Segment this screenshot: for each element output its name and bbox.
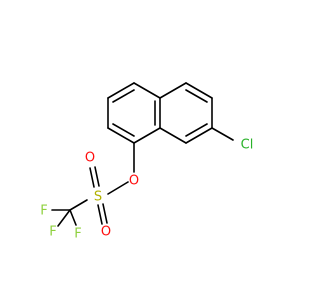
bond-c7-cl: [211, 127, 234, 141]
bond-c4-c4a: [133, 82, 161, 99]
fluorine-bottom-label: F: [74, 227, 81, 242]
bond-c7-c8: [185, 127, 213, 144]
bond-c1-c2: [107, 127, 135, 144]
sulfonyl-oxygen-bottom-label: O: [101, 225, 111, 240]
bond-s-o-top-1: [89, 167, 95, 188]
bond-s-o-top-2: [94, 166, 100, 187]
fluorine-left-label: F: [40, 204, 47, 219]
sulfur-atom-label: S: [94, 190, 102, 205]
bond-c1-c2-double: [112, 123, 135, 137]
bond-o-s: [107, 181, 129, 195]
naphthalene-right-ring: [159, 82, 213, 144]
bond-c8-c8a: [159, 127, 187, 144]
bond-c-f-bottom-left: [57, 209, 71, 227]
naphthalene-left-ring: [107, 82, 161, 144]
structure-diagram: Cl O S O O F F F: [40, 82, 254, 242]
bond-c7-c8-double: [185, 123, 208, 137]
bond-c3-c4: [107, 82, 135, 99]
bond-s-o-bottom-1: [97, 204, 103, 225]
chlorine-atom-label: Cl: [241, 138, 254, 153]
bond-c5-c6: [185, 82, 213, 99]
bond-s-c: [69, 199, 88, 211]
bond-c3-c4-double: [112, 89, 135, 103]
sulfonyl-oxygen-top-label: O: [85, 151, 95, 166]
bond-c4a-c5: [159, 82, 187, 99]
bond-c5-c6-double: [185, 89, 208, 103]
bond-s-o-bottom-2: [102, 203, 108, 224]
fluorine-bottom-left-label: F: [49, 225, 56, 240]
ester-oxygen-atom-label: O: [129, 174, 139, 189]
molecule-canvas: Cl O S O O F F F: [40, 82, 254, 242]
bond-c8a-c1: [133, 127, 161, 144]
bond-c-f-bottom: [69, 209, 77, 226]
